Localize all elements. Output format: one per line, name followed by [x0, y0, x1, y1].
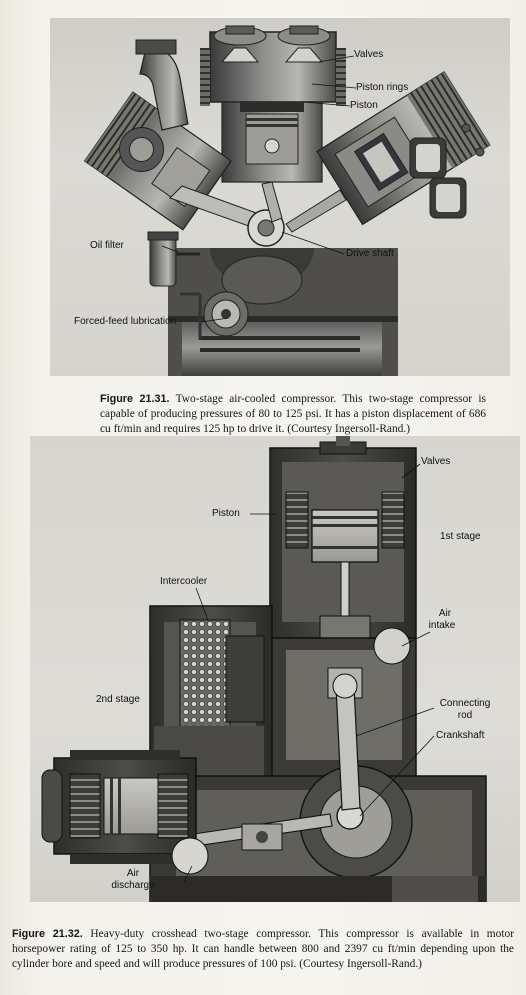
- label-drive-shaft: Drive shaft: [346, 248, 394, 259]
- label-piston: Piston: [350, 100, 378, 111]
- caption-text-2: Heavy-duty crosshead two-stage compresso…: [12, 928, 514, 971]
- caption-figure-number: Figure 21.31.: [100, 393, 170, 406]
- label-piston-fig2: Piston: [212, 508, 240, 519]
- label-air-discharge-line2: discharge: [111, 880, 155, 891]
- label-piston-rings: Piston rings: [356, 82, 409, 93]
- label-connecting-rod-line1: Connecting: [439, 698, 491, 709]
- caption-figure-number-2: Figure 21.32.: [12, 928, 83, 941]
- caption-text: Two-stage air-cooled compressor. This tw…: [100, 393, 486, 436]
- crosshead-compressor-illustration: [41, 436, 487, 902]
- figure-air-cooled-compressor: Valves Piston rings Piston Oil filter Dr…: [50, 18, 510, 376]
- label-air-intake-line2: intake: [428, 620, 456, 631]
- caption-figure-21-31: Figure 21.31. Two-stage air-cooled compr…: [100, 392, 486, 437]
- label-oil-filter: Oil filter: [90, 240, 124, 251]
- label-intercooler: Intercooler: [160, 576, 208, 587]
- label-second-stage: 2nd stage: [96, 694, 140, 705]
- label-connecting-rod-line2: rod: [457, 710, 473, 721]
- label-crankshaft: Crankshaft: [436, 730, 485, 741]
- label-valves-fig2: Valves: [421, 456, 451, 467]
- label-air-discharge-line1: Air: [126, 868, 140, 879]
- label-valves: Valves: [354, 49, 384, 60]
- figure-crosshead-compressor: Valves Piston 1st stage Intercooler Air …: [30, 436, 520, 902]
- caption-figure-21-32: Figure 21.32. Heavy-duty crosshead two-s…: [12, 927, 514, 972]
- air-cooled-compressor-illustration: [83, 25, 491, 376]
- label-forced-feed-lubrication: Forced-feed lubrication: [74, 316, 177, 327]
- label-first-stage: 1st stage: [440, 531, 481, 542]
- label-air-intake-line1: Air: [438, 608, 452, 619]
